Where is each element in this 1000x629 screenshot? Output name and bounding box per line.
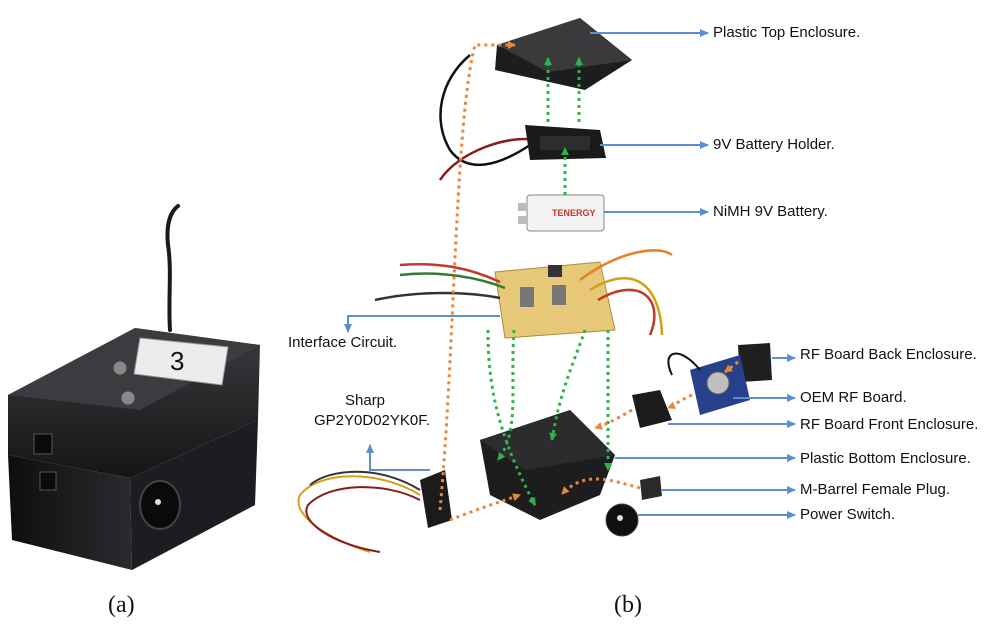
label-rf-front-enclosure: RF Board Front Enclosure. [800, 416, 979, 433]
exploded-view: TENERGY [297, 18, 772, 553]
label-sharp-line1: Sharp [345, 392, 386, 409]
label-nimh-battery: NiMH 9V Battery. [713, 203, 828, 220]
number-sticker [133, 337, 229, 386]
device-base [8, 455, 132, 570]
label-arrow [366, 444, 430, 471]
wire [589, 277, 664, 336]
label-plastic-bottom-enclosure: Plastic Bottom Enclosure. [800, 450, 971, 467]
device-number: 3 [170, 346, 184, 376]
wire [597, 288, 656, 336]
wire [374, 291, 501, 302]
rf-back-enclosure [738, 343, 772, 382]
sharp-sensor [420, 470, 452, 528]
label-rf-back-enclosure: RF Board Back Enclosure. [800, 346, 977, 363]
rocker-switch [139, 480, 181, 530]
wire [309, 470, 421, 491]
wire [305, 486, 421, 553]
label-interface-circuit: Interface Circuit. [288, 334, 398, 351]
green-guide [486, 329, 537, 506]
wire [438, 137, 536, 181]
orange-guide [449, 493, 521, 522]
wire [579, 249, 673, 282]
rf-front-enclosure [632, 390, 672, 428]
assembled-device: 3 [8, 204, 260, 570]
label-battery-holder: 9V Battery Holder. [713, 136, 835, 153]
label-arrow [344, 315, 500, 333]
caption-a: (a) [108, 592, 135, 618]
label-arrows [344, 29, 796, 519]
latch [33, 433, 53, 455]
battery-brand: TENERGY [552, 208, 596, 218]
orange-guides [438, 41, 739, 522]
orange-guide [724, 360, 739, 374]
label-power-switch: Power Switch. [800, 506, 896, 523]
antenna-wire [165, 204, 180, 332]
wire [399, 263, 501, 284]
green-guide [549, 329, 587, 441]
wire [439, 54, 531, 166]
wire [399, 272, 506, 290]
label-m-barrel-plug: M-Barrel Female Plug. [800, 481, 951, 498]
screw [120, 390, 136, 406]
caption-b: (b) [614, 592, 642, 618]
green-guides [486, 57, 612, 506]
label-sharp-line2: GP2Y0D02YK0F. [314, 412, 430, 429]
label-plastic-top-enclosure: Plastic Top Enclosure. [713, 24, 861, 41]
orange-guide [560, 477, 641, 496]
screw [112, 360, 128, 376]
orange-guide [594, 408, 633, 430]
orange-guide [667, 393, 693, 410]
label-oem-rf-board: OEM RF Board. [800, 389, 907, 406]
m-barrel-plug [640, 476, 662, 500]
green-guide [496, 329, 516, 461]
wire [667, 352, 701, 376]
latch [39, 471, 57, 491]
